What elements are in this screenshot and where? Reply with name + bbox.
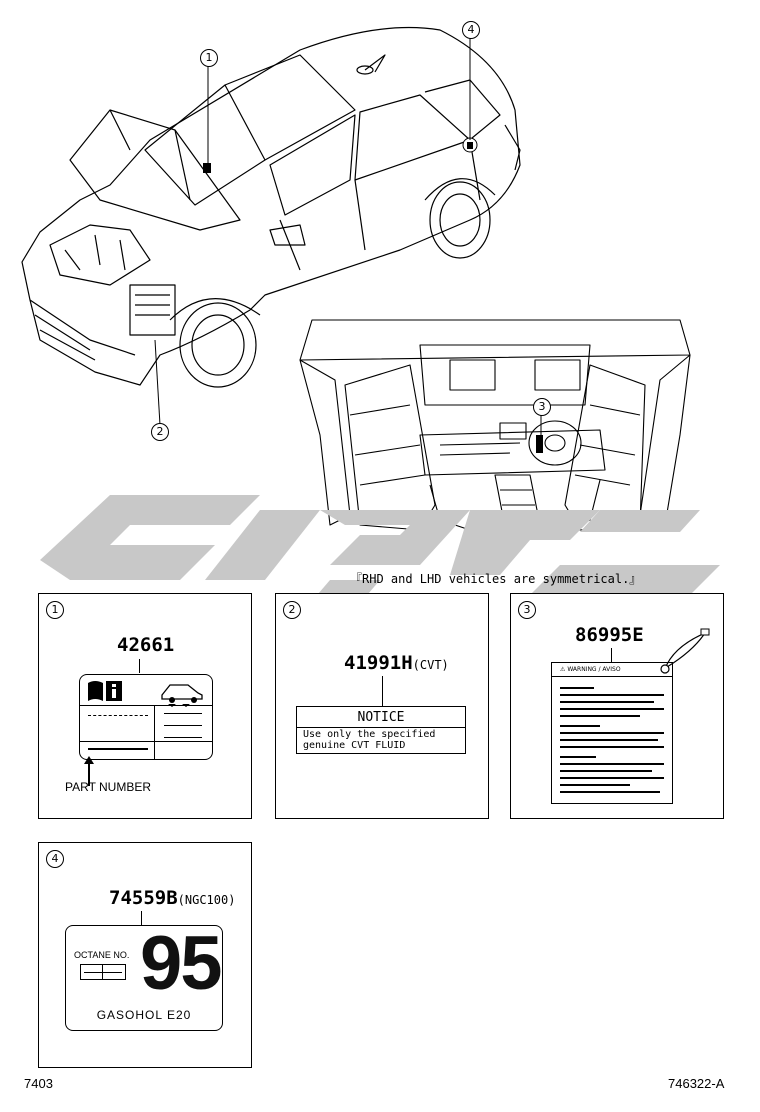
label-box-3: 3 86995E ⚠ WARNING / AVISO xyxy=(510,593,724,819)
notice-line-2: genuine CVT FLUID xyxy=(303,740,406,751)
octane-symbol-icon xyxy=(80,964,126,980)
callout-1: 1 xyxy=(200,49,218,67)
label-4-number: 4 xyxy=(46,850,64,868)
label-box-1: 1 42661 PART NUMBER xyxy=(38,593,252,819)
part-number-86995e: 86995E xyxy=(575,624,644,646)
notice-line-1: Use only the specified xyxy=(303,729,436,740)
book-info-icon xyxy=(88,681,122,701)
label-2-number: 2 xyxy=(283,601,301,619)
car-exterior-illustration xyxy=(21,26,521,426)
warning-triangle-icon: ⚠ xyxy=(560,666,566,673)
notice-label-graphic: NOTICE Use only the specified genuine CV… xyxy=(296,706,466,754)
part-number-74559b: 74559B(NGC100) xyxy=(109,887,236,909)
octane-label-graphic: OCTANE NO. 95 GASOHOL E20 xyxy=(65,921,223,1031)
part-number-label: PART NUMBER xyxy=(65,780,152,794)
callout-3: 3 xyxy=(533,398,551,416)
hang-tag-string-icon xyxy=(660,628,710,674)
fuel-type-label: GASOHOL E20 xyxy=(96,1008,192,1022)
part-number-41991h: 41991H(CVT) xyxy=(344,652,449,674)
label-box-2: 2 41991H(CVT) NOTICE Use only the specif… xyxy=(275,593,489,819)
notice-title: NOTICE xyxy=(357,710,405,725)
symmetry-caption: 『RHD and LHD vehicles are symmetrical.』 xyxy=(350,572,642,586)
manual-label-graphic xyxy=(79,674,213,760)
car-icon xyxy=(161,684,203,707)
label-box-4: 4 74559B(NGC100) OCTANE NO. 95 GASOHOL E… xyxy=(38,842,252,1068)
label-3-number: 3 xyxy=(518,601,536,619)
figure-code-left: 7403 xyxy=(24,1076,53,1091)
warning-tag-graphic: ⚠ WARNING / AVISO xyxy=(551,662,673,804)
figure-code-right: 746322-A xyxy=(668,1076,725,1091)
part-number-arrow-icon xyxy=(84,756,94,786)
part-number-42661: 42661 xyxy=(117,634,175,656)
warning-tag-header: ⚠ WARNING / AVISO xyxy=(560,666,621,673)
label-1-number: 1 xyxy=(46,601,64,619)
octane-number-label: OCTANE NO. xyxy=(74,950,130,960)
callout-2: 2 xyxy=(151,423,169,441)
octane-value: 95 xyxy=(140,921,223,1006)
callout-4: 4 xyxy=(462,21,480,39)
